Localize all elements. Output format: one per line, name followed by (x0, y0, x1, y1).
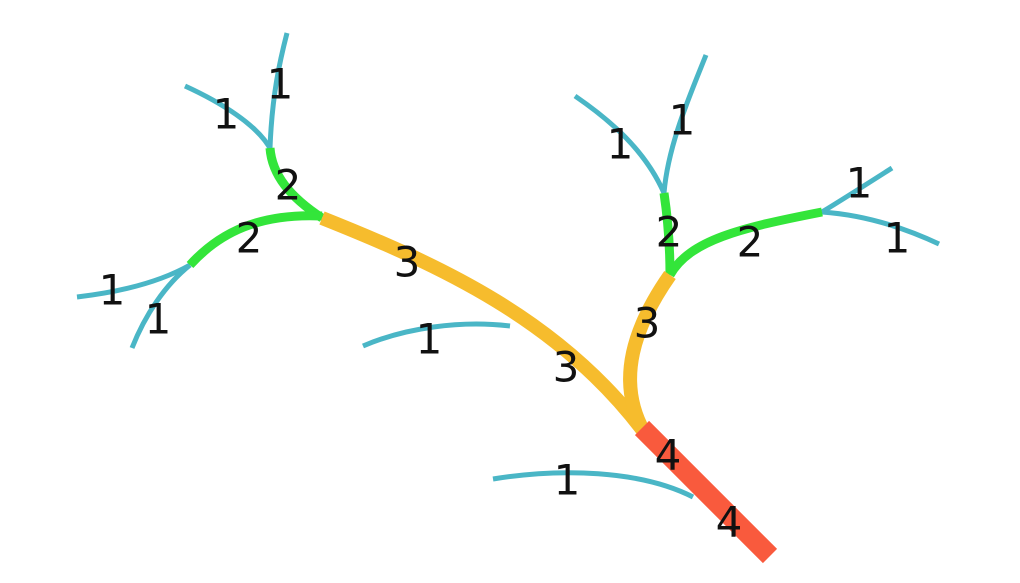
label-outlet-lower: 4 (716, 498, 743, 547)
tributary-ll-b (129, 263, 192, 349)
tributary-ll-a (76, 262, 192, 300)
label-ll-a: 1 (99, 266, 126, 315)
label-ur-stem: 2 (656, 208, 683, 257)
tributary-ur-top-a (573, 93, 667, 195)
label-ll-b: 1 (145, 295, 172, 344)
tributary-r-b (821, 209, 941, 247)
main-channel-left (319, 211, 650, 437)
label-main-left-upper: 3 (394, 238, 421, 287)
label-r-a: 1 (846, 159, 873, 208)
label-ur-top-b: 1 (669, 96, 696, 145)
order-labels: 4 4 3 3 3 2 2 2 2 1 1 1 1 1 1 1 1 1 1 (99, 60, 911, 547)
tributary-mid (362, 321, 511, 349)
order-4-segments (634, 420, 778, 564)
branch-ul-branch (186, 211, 323, 269)
main-channel-right (623, 270, 676, 436)
tributary-low (492, 470, 695, 500)
label-mid-trib: 1 (416, 315, 443, 364)
label-right-trunk: 3 (634, 299, 661, 348)
label-ur-top-a: 1 (607, 120, 634, 169)
label-outlet-upper: 4 (655, 431, 682, 480)
label-ur-branch: 2 (737, 218, 764, 267)
outlet-channel (634, 420, 778, 564)
tributary-ul-top-a (267, 32, 290, 149)
label-r-b: 1 (884, 214, 911, 263)
order-2-segments (186, 147, 823, 278)
tributary-r-a (820, 165, 894, 215)
branch-ur-stem (659, 192, 675, 276)
label-ul-stem: 2 (275, 161, 302, 210)
branch-ur-branch (666, 207, 823, 278)
label-ul-top-b: 1 (213, 90, 240, 139)
label-ul-top-a: 1 (267, 60, 294, 109)
tributary-ul-top-b (183, 83, 274, 152)
label-ul-branch: 2 (236, 214, 263, 263)
order-3-segments (319, 211, 676, 437)
tributary-ur-top-b (661, 54, 709, 194)
label-main-left-lower: 3 (553, 343, 580, 392)
label-low-trib: 1 (554, 456, 581, 505)
order-1-segments (76, 32, 941, 500)
